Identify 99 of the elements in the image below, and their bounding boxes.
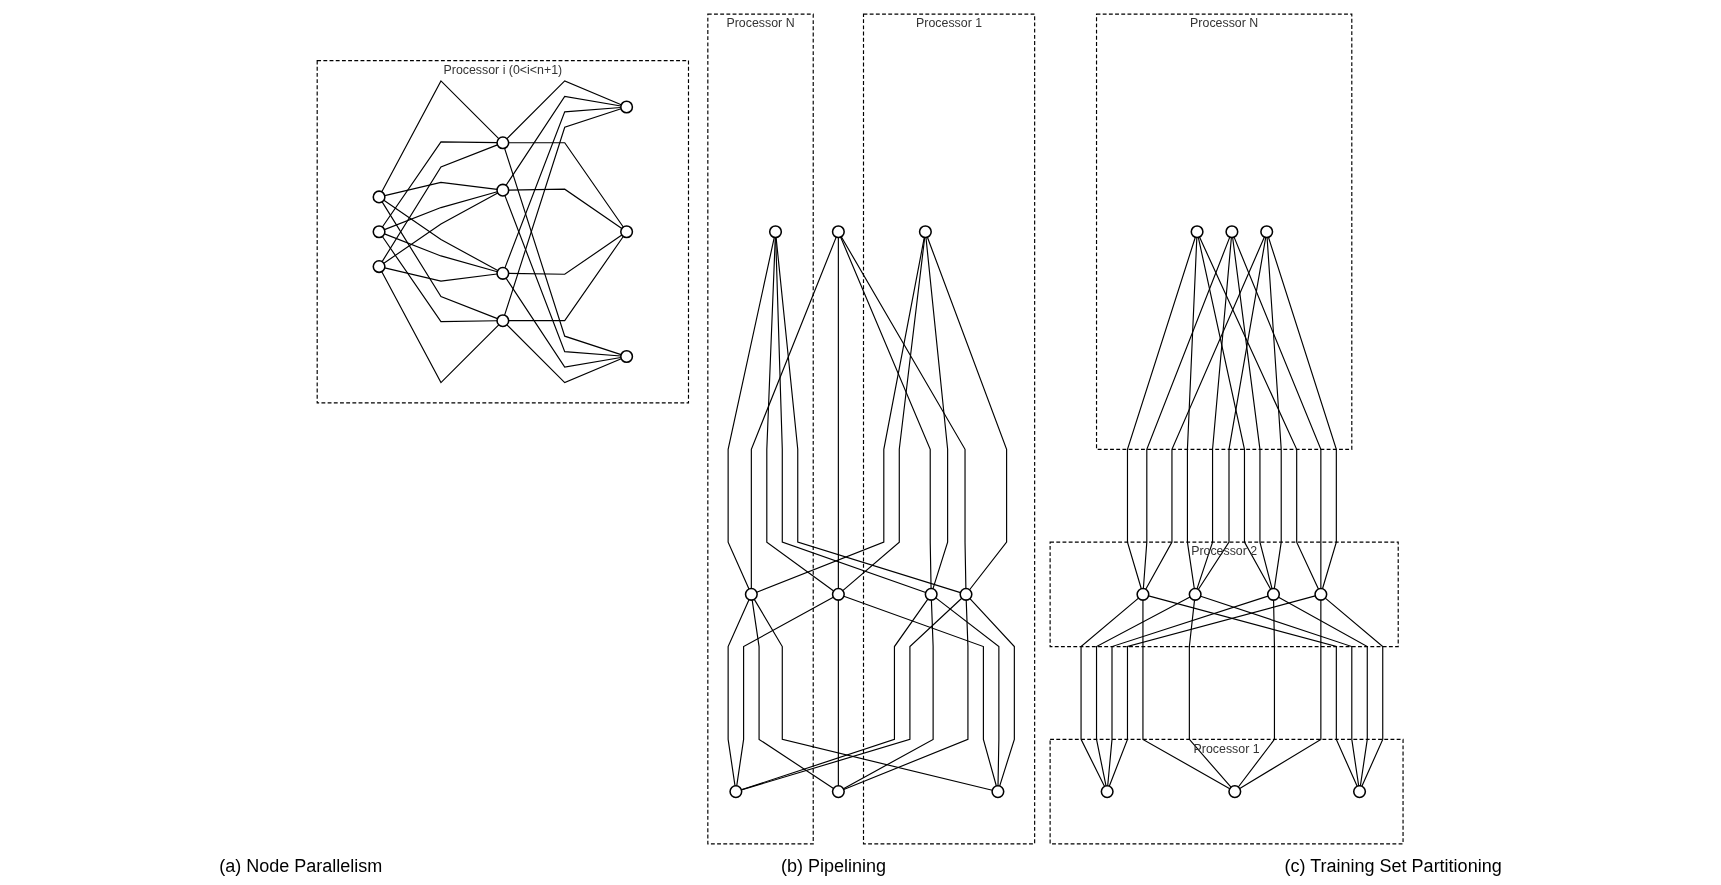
connector <box>1266 236 1283 590</box>
node-circle <box>832 587 846 601</box>
connector <box>1143 236 1231 590</box>
connector <box>843 599 969 790</box>
node-circle <box>1353 785 1367 799</box>
connector <box>838 236 840 590</box>
node-circle <box>769 225 783 239</box>
connector <box>843 599 935 790</box>
connector <box>1187 236 1198 590</box>
connector <box>927 236 1008 591</box>
node-circle <box>1100 785 1115 799</box>
node-circle <box>1136 587 1150 601</box>
connector <box>1109 595 1317 787</box>
connector <box>381 271 500 384</box>
connector <box>1233 236 1322 590</box>
connector <box>383 192 499 264</box>
connector <box>506 80 623 140</box>
connector <box>727 599 750 787</box>
connector <box>1278 596 1369 787</box>
node-circle <box>496 183 510 197</box>
connector <box>741 597 963 791</box>
panel-caption: (c) Training Set Partitioning <box>1284 856 1502 877</box>
connector <box>384 191 499 231</box>
node-circle <box>1228 785 1242 799</box>
connector <box>384 267 499 282</box>
connector <box>504 108 623 316</box>
connector <box>1239 599 1322 790</box>
connector <box>1189 599 1232 788</box>
connector <box>736 596 835 787</box>
connector <box>381 201 499 320</box>
connector <box>727 236 776 590</box>
connector <box>1148 595 1359 787</box>
node-circle <box>1190 225 1205 239</box>
connector <box>1107 595 1269 787</box>
connector <box>1268 236 1338 590</box>
node-circle <box>372 259 387 274</box>
node-circle <box>620 225 634 239</box>
connector <box>381 144 499 263</box>
connector <box>384 233 499 273</box>
connector <box>508 234 623 275</box>
connector <box>504 147 623 356</box>
connector <box>838 599 840 787</box>
connector <box>381 79 500 193</box>
node-circle <box>496 266 510 280</box>
connector <box>1096 596 1191 787</box>
connector <box>1325 597 1384 787</box>
connector <box>1196 236 1233 590</box>
connector <box>508 142 625 228</box>
connector <box>1199 236 1320 590</box>
connector <box>935 597 1000 787</box>
node-circle <box>745 587 759 601</box>
node-circle <box>1188 587 1203 601</box>
node-circle <box>1267 587 1281 601</box>
panel-caption: (a) Node Parallelism <box>219 856 383 877</box>
node-circle <box>832 225 846 239</box>
connector <box>754 598 994 791</box>
connector <box>775 236 962 594</box>
node-circle <box>496 136 510 150</box>
connector <box>751 599 835 789</box>
node-circle <box>620 100 634 114</box>
connector <box>508 188 623 230</box>
node-circle <box>729 785 743 799</box>
connector <box>508 235 625 322</box>
connector <box>1200 595 1360 787</box>
connector <box>1142 599 1231 790</box>
connector <box>1127 236 1197 590</box>
connector <box>505 277 622 368</box>
connector <box>925 236 949 590</box>
node-circle <box>372 225 387 239</box>
connector <box>1080 597 1140 787</box>
connector <box>382 141 498 228</box>
connector <box>504 106 622 269</box>
node-circle <box>1225 225 1239 239</box>
connector <box>1238 599 1276 788</box>
connector <box>384 181 499 197</box>
connector <box>741 598 929 791</box>
node-circle <box>832 785 846 799</box>
connector <box>383 199 499 272</box>
connector <box>382 235 498 323</box>
node-circle <box>925 587 939 601</box>
connector <box>843 595 998 787</box>
node-circle <box>1260 225 1274 239</box>
connector <box>751 236 838 590</box>
node-circle <box>919 225 933 239</box>
node-circle <box>959 587 973 601</box>
connector <box>1145 236 1266 590</box>
connector <box>969 598 1016 787</box>
connector <box>841 236 967 590</box>
node-circle <box>372 190 387 204</box>
node-circle <box>991 785 1005 799</box>
connector <box>1232 236 1273 590</box>
node-circle <box>620 349 634 364</box>
connector <box>766 236 835 592</box>
connector <box>504 195 622 357</box>
panel-caption: (b) Pipelining <box>780 856 886 877</box>
node-circle <box>496 314 510 328</box>
connector <box>505 95 622 186</box>
node-circle <box>1314 587 1328 601</box>
connector <box>506 324 623 384</box>
